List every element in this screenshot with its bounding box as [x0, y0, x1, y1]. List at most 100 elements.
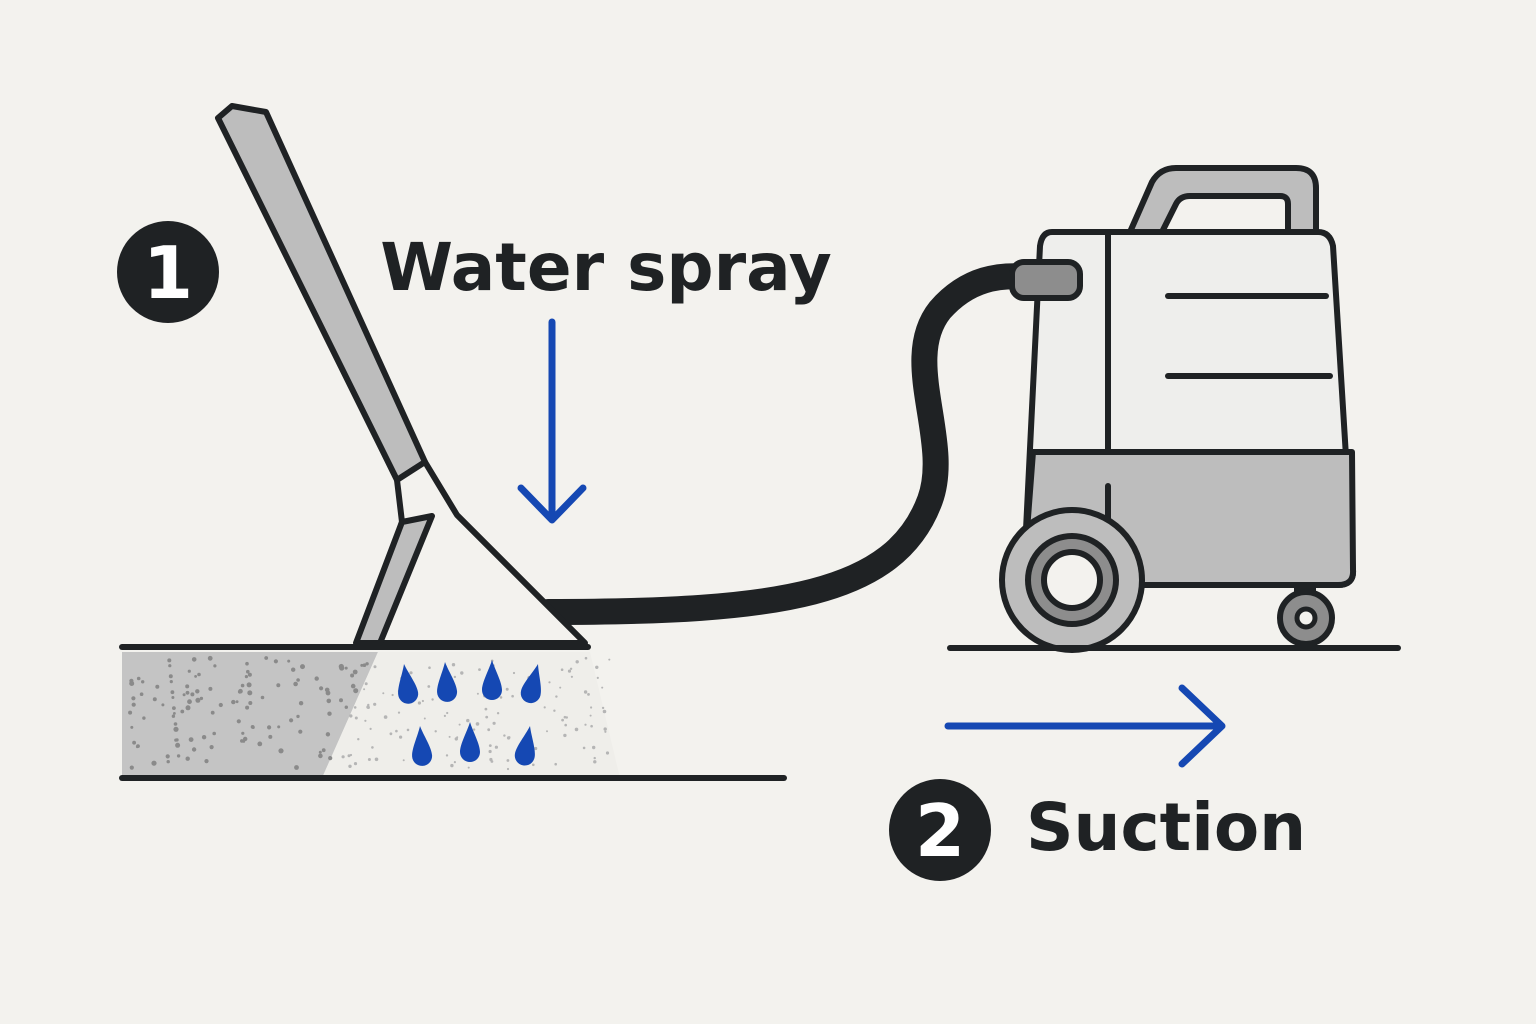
carpet-speckle [209, 745, 214, 750]
carpet-speckle [166, 760, 170, 764]
carpet-speckle [391, 693, 394, 697]
carpet-speckle [291, 667, 296, 672]
carpet-speckle [328, 756, 333, 761]
carpet-speckle [173, 712, 176, 715]
carpet-speckle [168, 674, 173, 679]
carpet-speckle [278, 748, 284, 754]
carpet-speckle [195, 689, 200, 694]
carpet-speckle [325, 732, 331, 737]
carpet-speckle [142, 716, 146, 720]
carpet-speckle [136, 676, 141, 681]
carpet-speckle [197, 672, 201, 677]
carpet-speckle [173, 726, 179, 732]
carpet-speckle [354, 716, 358, 720]
carpet-speckle [191, 747, 197, 752]
carpet-speckle [131, 702, 136, 707]
carpet-section [119, 644, 787, 781]
arrow-right-icon [944, 684, 1226, 768]
carpet-speckle [476, 692, 479, 695]
carpet-speckle [338, 663, 344, 670]
carpet-speckle [417, 701, 421, 705]
carpet-speckle [344, 666, 348, 670]
carpet-speckle [567, 669, 572, 673]
carpet-speckle [204, 759, 209, 764]
carpet-speckle [293, 681, 298, 687]
carpet-speckle [277, 725, 281, 729]
carpet-speckle [260, 695, 265, 700]
carpet-speckle [373, 665, 377, 669]
carpet-speckle [314, 676, 319, 681]
carpet-speckle [165, 754, 170, 759]
carpet-speckle [141, 680, 145, 684]
water-droplet-icon [437, 662, 458, 702]
carpet-speckle [546, 730, 548, 733]
carpet-speckle [245, 661, 249, 666]
carpet-speckle [584, 723, 587, 726]
carpet-speckle [325, 690, 331, 696]
carpet-speckle [451, 663, 456, 667]
carpet-speckle [428, 666, 431, 669]
carpet-speckle [460, 671, 464, 675]
carpet-speckle [188, 737, 194, 742]
carpet-speckle [565, 716, 568, 719]
carpet-speckle [563, 715, 567, 719]
water-droplet-icon [514, 726, 535, 766]
carpet-speckle [169, 680, 173, 684]
carpet-speckle [434, 730, 437, 733]
carpet-speckle [267, 725, 272, 730]
carpet-speckle [574, 727, 579, 732]
carpet-speckle [488, 749, 492, 754]
carpet-speckle [349, 714, 353, 718]
carpet-speckle [175, 742, 181, 748]
carpet-speckle [350, 673, 355, 678]
carpet-speckle [171, 696, 175, 699]
wand-strut [353, 513, 435, 646]
carpet-speckle [512, 671, 516, 675]
carpet-speckle [130, 725, 134, 729]
carpet-speckle [319, 686, 324, 691]
carpet-speckle [244, 675, 248, 679]
carpet-speckle [453, 761, 456, 764]
carpet-speckle [506, 759, 510, 762]
step-2: 2 Suction [889, 779, 1306, 881]
carpet-speckle [448, 735, 451, 738]
carpet-speckle [300, 664, 305, 670]
carpet-speckle [584, 656, 588, 660]
carpet-speckle [397, 711, 401, 714]
carpet-speckle [450, 763, 454, 768]
carpet-speckle [185, 705, 191, 711]
carpet-speckle [367, 758, 371, 761]
carpet-speckle [506, 767, 510, 771]
carpet-speckle [152, 697, 157, 702]
carpet-speckle [485, 715, 489, 719]
carpet-speckle [367, 706, 370, 709]
carpet-speckle [506, 736, 511, 740]
carpet-speckle [488, 744, 492, 747]
carpet-speckle [173, 722, 178, 726]
carpet-speckle [446, 711, 449, 715]
carpet-speckle [383, 715, 388, 719]
step-1-badge [117, 221, 219, 323]
carpet-speckle [563, 733, 567, 738]
carpet-speckle [240, 739, 244, 743]
carpet-speckle [555, 695, 558, 698]
carpet-speckle [564, 723, 567, 727]
carpet-speckle [593, 760, 597, 764]
carpet-speckle [402, 759, 405, 762]
carpet-speckle [494, 745, 498, 749]
carpet-speckle [499, 696, 503, 699]
hose-connector [1009, 259, 1083, 301]
carpet-speckle [484, 707, 488, 711]
carpet-speckle [362, 663, 367, 667]
carpet-speckle [289, 718, 294, 723]
carpet-speckle [241, 731, 245, 735]
carpet-clean-area [322, 652, 620, 778]
carpet-speckle [590, 724, 593, 728]
hose [535, 263, 1043, 625]
carpet-speckle [161, 703, 165, 707]
carpet-speckle [201, 735, 207, 740]
carpet-speckle [212, 731, 216, 736]
carpet-speckle [167, 658, 172, 663]
carpet-speckle [298, 729, 303, 734]
carpet-speckle [139, 692, 144, 696]
